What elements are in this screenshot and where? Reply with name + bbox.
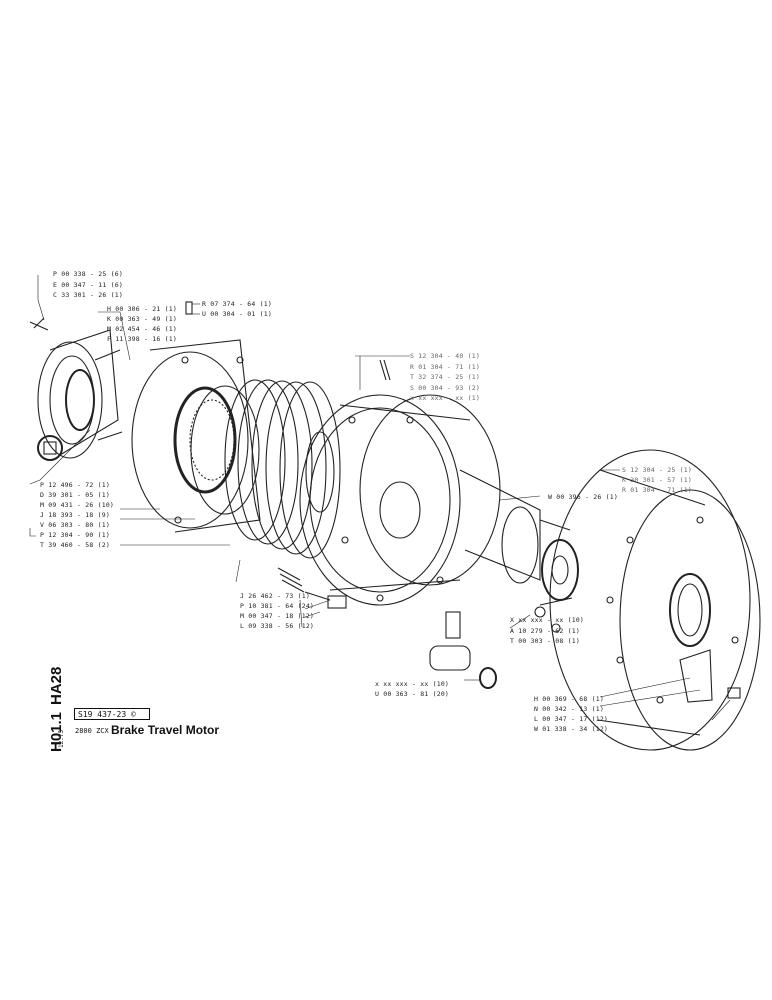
callout-upper-cluster-0: H 00 306 - 21 (1)	[107, 305, 177, 313]
callout-right-top-1: K 30 301 - 57 (1)	[622, 476, 692, 484]
callout-bottom-center-0: x xx xxx - xx (10)	[375, 680, 450, 688]
callout-left-column-2: M 09 431 - 26 (10)	[40, 501, 115, 509]
callout-left-column-0: P 12 496 - 72 (1)	[40, 481, 110, 489]
callout-middle-lower-2: M 00 347 - 18 (12)	[240, 612, 315, 620]
section-code: HA28	[48, 666, 65, 705]
callout-middle-lower-0: J 26 462 - 73 (1)	[240, 592, 310, 600]
callout-bottom-right-0: H 00 369 - 68 (1)	[534, 695, 604, 703]
part-number-box: S19 437-23 ©	[74, 708, 150, 720]
output-shaft-gear	[459, 469, 579, 606]
callout-bottom-right-3: W 01 338 - 34 (12)	[534, 725, 609, 733]
part-number: S19 437-23	[78, 710, 127, 719]
callout-bottom-right-2: L 00 347 - 17 (12)	[534, 715, 609, 723]
callout-middle-lower-3: L 09 338 - 56 (12)	[240, 622, 315, 630]
callout-center-lower-2: T 00 303 - 08 (1)	[510, 637, 580, 645]
callout-bottom-center-1: U 00 363 - 81 (20)	[375, 690, 450, 698]
callout-right-top-2: R 01 304 - 71 (1)	[622, 486, 692, 494]
callout-center-lower-0: X xx xxx - xx (10)	[510, 616, 585, 624]
callout-top-left-1: E 00 347 - 11 (6)	[53, 280, 123, 289]
callout-shaft-0: W 00 396 - 26 (1)	[548, 493, 618, 501]
callout-center-top-3: S 00 304 - 93 (2)	[410, 383, 480, 392]
copyright-mark: ©	[131, 710, 136, 719]
callout-left-column-4: V 06 303 - 80 (1)	[40, 521, 110, 529]
leader-lines	[29, 275, 731, 721]
brake-disc-pack	[131, 339, 261, 533]
callout-upper-cluster-1: K 00 363 - 49 (1)	[107, 315, 177, 323]
callout-top-left-0: P 00 338 - 25 (6)	[53, 270, 123, 278]
callout-left-column-5: P 12 304 - 90 (1)	[40, 531, 110, 539]
page-title: Brake Travel Motor	[111, 723, 220, 737]
callout-right-top-0: S 12 304 - 25 (1)	[622, 466, 692, 474]
callout-left-column-3: J 18 393 - 18 (9)	[40, 511, 110, 519]
callout-upper-cluster-2: M 02 454 - 46 (1)	[107, 325, 177, 333]
date-label: 12.75	[58, 729, 65, 748]
small-parts	[185, 301, 561, 689]
callout-top-pair-0: R 07 374 - 64 (1)	[202, 300, 272, 308]
callout-center-top-4: x xx xxx - xx (1)	[410, 394, 480, 402]
spring-disc-rings	[224, 379, 341, 559]
callout-middle-lower-1: P 10 381 - 64 (24)	[240, 602, 315, 610]
callout-center-lower-1: A 10 279 - 62 (1)	[510, 626, 580, 635]
callout-center-top-0: S 12 304 - 40 (1)	[410, 352, 480, 360]
callout-upper-cluster-3: F 11 398 - 16 (1)	[107, 335, 177, 343]
callout-bottom-right-1: N 00 342 - 13 (1)	[534, 705, 604, 713]
model-label: 2800 ZCX	[75, 727, 109, 735]
callout-top-pair-1: U 00 304 - 01 (1)	[202, 310, 272, 318]
callout-left-column-6: T 39 460 - 58 (2)	[40, 541, 110, 549]
callout-center-top-2: T 32 374 - 25 (1)	[410, 373, 480, 381]
callout-center-top-1: R 01 304 - 71 (1)	[410, 362, 480, 371]
callout-left-column-1: D 39 301 - 05 (1)	[40, 491, 110, 499]
callout-top-left-2: C 33 301 - 26 (1)	[53, 291, 123, 299]
left-cover-assembly	[29, 317, 123, 461]
right-end-cover	[549, 449, 761, 751]
